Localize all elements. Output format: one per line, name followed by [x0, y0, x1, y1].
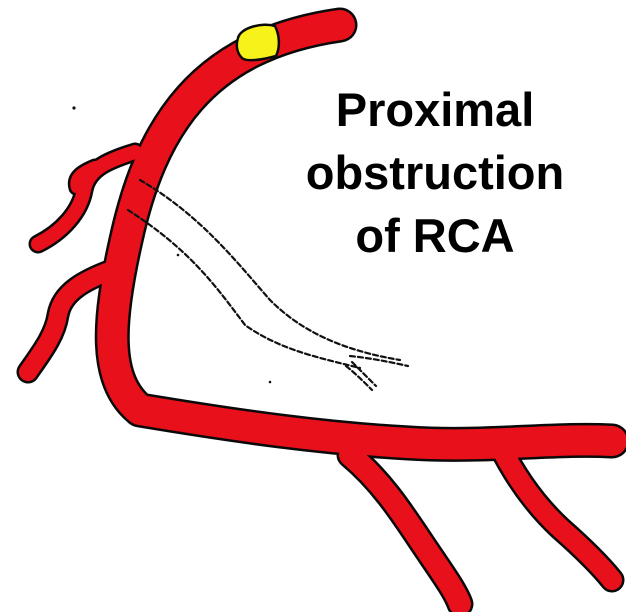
caption-line-3: of RCA: [270, 204, 600, 267]
dashed-fork-a: [350, 356, 408, 366]
distal-branch-right: [500, 446, 612, 580]
speckle: [269, 381, 272, 384]
speckle: [177, 254, 180, 257]
caption-line-2: obstruction: [270, 141, 600, 204]
diagram-caption: Proximal obstruction of RCA: [270, 78, 600, 267]
obstruction-marker: [237, 25, 279, 60]
speckle: [72, 106, 75, 109]
caption-line-1: Proximal: [270, 78, 600, 141]
distal-branch-down: [350, 455, 460, 604]
